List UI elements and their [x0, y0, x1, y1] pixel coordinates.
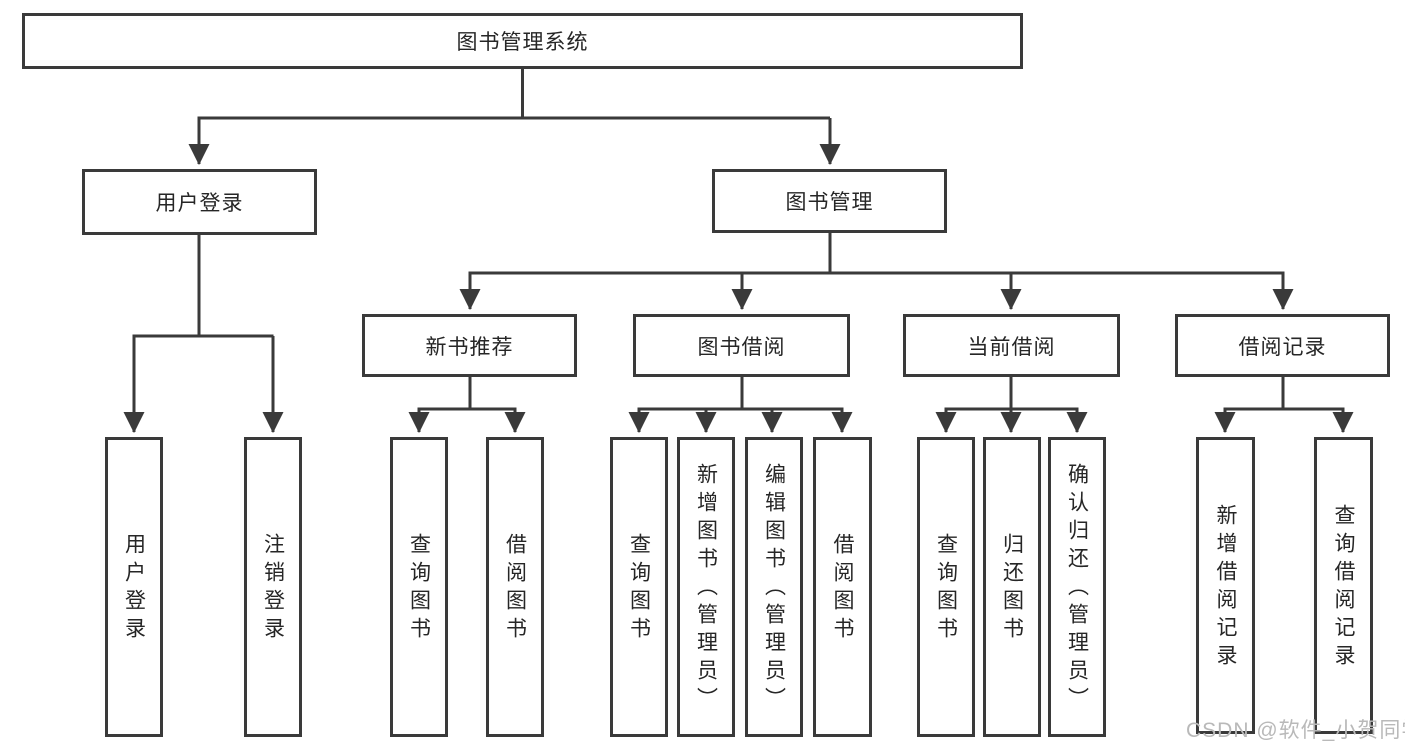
- leaf-user-login: 用户登录: [105, 437, 163, 737]
- leaf-logout: 注销登录: [244, 437, 302, 737]
- node-book-borrowing: 图书借阅: [633, 314, 850, 377]
- leaf-query-books-borrowing: 查询图书: [610, 437, 668, 737]
- node-new-book-recommend: 新书推荐: [362, 314, 577, 377]
- node-book-management: 图书管理: [712, 169, 947, 233]
- node-borrow-records: 借阅记录: [1175, 314, 1390, 377]
- node-library-system: 图书管理系统: [22, 13, 1023, 69]
- leaf-query-books-recommend: 查询图书: [390, 437, 448, 737]
- leaf-return-book: 归还图书: [983, 437, 1041, 737]
- leaf-add-book-admin: 新增图书（管理员）: [677, 437, 735, 737]
- leaf-query-books-current: 查询图书: [917, 437, 975, 737]
- node-current-borrowing: 当前借阅: [903, 314, 1120, 377]
- leaf-borrow-books-recommend: 借阅图书: [486, 437, 544, 737]
- node-user-login: 用户登录: [82, 169, 317, 235]
- leaf-query-borrow-record: 查询借阅记录: [1314, 437, 1373, 734]
- leaf-add-borrow-record: 新增借阅记录: [1196, 437, 1255, 734]
- leaf-edit-book-admin: 编辑图书（管理员）: [745, 437, 803, 737]
- leaf-borrow-books-borrowing: 借阅图书: [813, 437, 872, 737]
- csdn-watermark: CSDN @软件_小贺同学: [1186, 719, 1405, 742]
- leaf-confirm-return-admin: 确认归还（管理员）: [1048, 437, 1106, 737]
